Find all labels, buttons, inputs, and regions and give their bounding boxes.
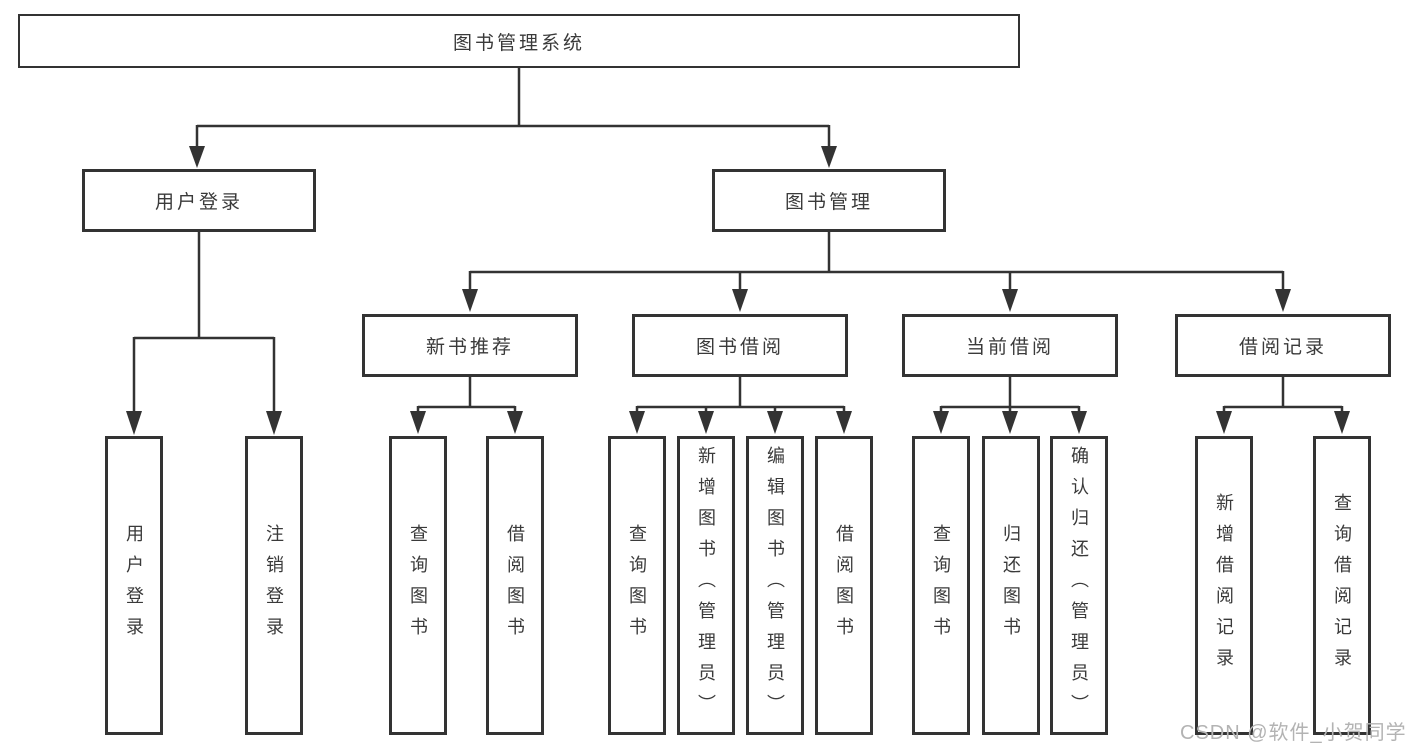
leaf-return-books: 归还图书 [982, 436, 1040, 735]
node-root-label: 图书管理系统 [452, 32, 585, 54]
node-user-login: 用户登录 [82, 169, 316, 232]
connector-current-borrow-to-leaves [933, 377, 1087, 434]
leaf-confirm-return-admin-label: 确认归还（管理员） [1069, 446, 1089, 725]
leaf-logout: 注销登录 [245, 436, 303, 735]
leaf-borrow-books-recommend-label: 借阅图书 [505, 523, 525, 648]
leaf-borrow-books-label: 借阅图书 [834, 523, 854, 648]
watermark: CSDN @软件_小贺同学 [1180, 722, 1405, 744]
leaf-user-login-label: 用户登录 [124, 523, 144, 648]
connector-new-book-recommend-to-leaves [410, 377, 523, 434]
leaf-edit-books-admin-label: 编辑图书（管理员） [765, 446, 785, 725]
connector-borrow-records-to-leaves [1216, 377, 1350, 434]
leaf-user-login: 用户登录 [105, 436, 163, 735]
connector-root-to-level2 [189, 68, 837, 168]
node-book-management-label: 图书管理 [784, 192, 873, 213]
leaf-borrow-books-recommend: 借阅图书 [486, 436, 544, 735]
node-borrow-records: 借阅记录 [1175, 314, 1391, 377]
connector-book-borrow-to-leaves [629, 377, 852, 434]
node-current-borrow: 当前借阅 [902, 314, 1118, 377]
leaf-query-books-recommend: 查询图书 [389, 436, 447, 735]
leaf-add-borrow-record-label: 新增借阅记录 [1214, 492, 1234, 679]
node-root: 图书管理系统 [18, 14, 1020, 68]
leaf-confirm-return-admin: 确认归还（管理员） [1050, 436, 1108, 735]
connector-book-management-to-level3 [462, 232, 1291, 312]
leaf-query-books-borrow-label: 查询图书 [627, 523, 647, 648]
node-book-management: 图书管理 [712, 169, 946, 232]
leaf-add-books-admin: 新增图书（管理员） [677, 436, 735, 735]
leaf-add-borrow-record: 新增借阅记录 [1195, 436, 1253, 735]
node-new-book-recommend-label: 新书推荐 [425, 337, 514, 358]
leaf-query-borrow-record-label: 查询借阅记录 [1332, 492, 1352, 679]
node-user-login-label: 用户登录 [154, 192, 243, 213]
leaf-query-books-borrow: 查询图书 [608, 436, 666, 735]
node-current-borrow-label: 当前借阅 [965, 337, 1054, 358]
node-book-borrow: 图书借阅 [632, 314, 848, 377]
node-borrow-records-label: 借阅记录 [1238, 337, 1327, 358]
leaf-query-books-recommend-label: 查询图书 [408, 523, 428, 648]
leaf-add-books-admin-label: 新增图书（管理员） [696, 446, 716, 725]
leaf-return-books-label: 归还图书 [1001, 523, 1021, 648]
node-new-book-recommend: 新书推荐 [362, 314, 578, 377]
leaf-logout-label: 注销登录 [264, 523, 284, 648]
leaf-query-borrow-record: 查询借阅记录 [1313, 436, 1371, 735]
leaf-borrow-books: 借阅图书 [815, 436, 873, 735]
connector-user-login-to-children [126, 232, 282, 435]
leaf-query-books-current-label: 查询图书 [931, 523, 951, 648]
leaf-query-books-current: 查询图书 [912, 436, 970, 735]
node-book-borrow-label: 图书借阅 [695, 337, 784, 358]
leaf-edit-books-admin: 编辑图书（管理员） [746, 436, 804, 735]
